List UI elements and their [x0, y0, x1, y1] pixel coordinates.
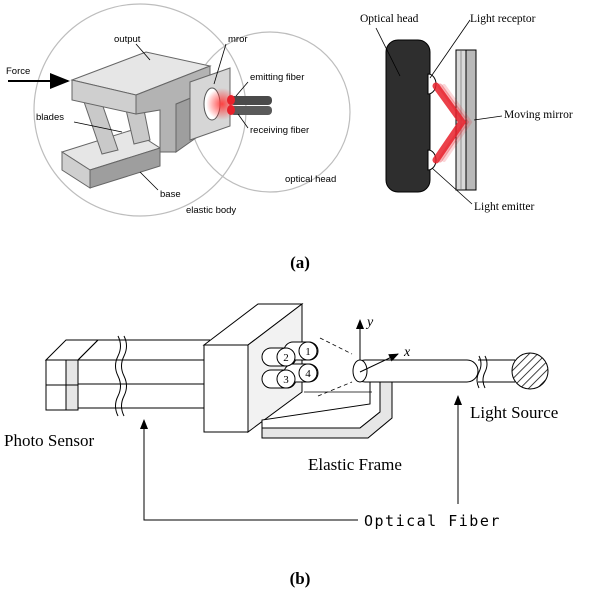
photo-sensor-block	[44, 339, 100, 411]
fiber-number-labels: 1 2 3 4	[283, 346, 311, 386]
label-elastic-body: elastic body	[186, 205, 236, 216]
light-source-circle	[511, 352, 549, 390]
optical-head-block	[385, 39, 431, 193]
projection-lines	[317, 337, 353, 397]
label-base: base	[160, 189, 181, 200]
output-block	[70, 51, 231, 153]
fiber-number-1: 1	[305, 346, 311, 358]
label-optical-fiber: Optical Fiber	[364, 512, 501, 530]
axis-y-label: y	[365, 315, 374, 330]
panel-a-right-labels: Optical head Light receptor Moving mirro…	[360, 13, 573, 213]
label-output: output	[114, 34, 141, 45]
panel-a-left-labels: Force output mror emitting fiber receivi…	[6, 34, 336, 216]
fibers-group	[206, 88, 272, 120]
four-fiber-ends	[261, 341, 319, 389]
label-receiving-fiber: receiving fiber	[250, 125, 309, 136]
panel-a-left-illustration	[8, 3, 351, 217]
fiber-number-3: 3	[283, 374, 289, 386]
caption-b: (b)	[290, 569, 311, 588]
axis-x-label: x	[403, 345, 411, 360]
light-beam	[432, 82, 473, 164]
label-blades: blades	[36, 112, 64, 123]
label-photo-sensor: Photo Sensor	[4, 431, 95, 450]
fiber-number-4: 4	[305, 368, 311, 380]
optical-fiber-leaders	[140, 395, 462, 521]
label-mirror: mror	[228, 34, 248, 45]
label-force: Force	[6, 66, 30, 77]
mounting-plate	[202, 302, 304, 433]
leader-lines-right	[375, 19, 503, 205]
label-optical-head-right: Optical head	[360, 13, 419, 25]
label-light-emitter: Light emitter	[474, 201, 535, 213]
label-emitting-fiber: emitting fiber	[250, 72, 304, 83]
axes	[356, 319, 399, 373]
leader-lines-left	[73, 43, 249, 191]
label-light-source: Light Source	[470, 403, 558, 422]
panel-b-labels: y x Photo Sensor Elastic Frame Light Sou…	[4, 315, 558, 474]
panel-b-illustration	[44, 302, 549, 521]
label-light-receptor: Light receptor	[470, 13, 536, 25]
fiber-number-2: 2	[283, 352, 289, 364]
caption-a: (a)	[290, 253, 310, 272]
fiber-bundle-left	[77, 335, 210, 417]
label-optical-head-left: optical head	[285, 174, 336, 185]
label-elastic-frame: Elastic Frame	[308, 455, 402, 474]
label-moving-mirror: Moving mirror	[504, 109, 573, 121]
panel-a-right-illustration	[375, 19, 503, 205]
